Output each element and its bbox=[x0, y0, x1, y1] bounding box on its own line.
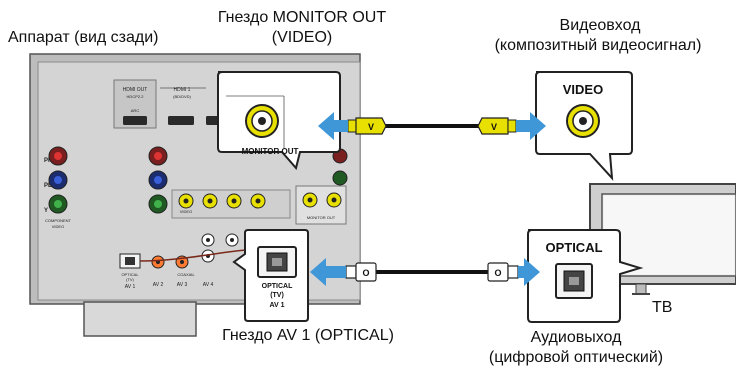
component-label-1: COMPONENT bbox=[45, 218, 72, 223]
av4-small-label: AV 4 bbox=[203, 282, 214, 288]
optical-plug-right-mark: O bbox=[494, 268, 501, 278]
panel-optical-cable bbox=[139, 249, 247, 262]
receiver-foot bbox=[83, 301, 197, 337]
arc-label: ARC bbox=[131, 108, 140, 113]
direction-arrows bbox=[310, 112, 546, 286]
hdmi1-sub-label: (BD/DVD) bbox=[173, 94, 191, 99]
tv-label: ТВ bbox=[652, 299, 673, 316]
hdmi-out-label: HDMI OUT bbox=[123, 87, 148, 93]
arrow-to-tv-video bbox=[516, 112, 546, 140]
tv-optical-callout: OPTICAL bbox=[527, 229, 644, 323]
av1-small-label: AV 1 bbox=[125, 284, 136, 290]
zoom-optical-label-2: (TV) bbox=[270, 292, 284, 299]
panel-monitor-out-jack: MONITOR OUT bbox=[295, 148, 348, 225]
arrow-to-monitor-out bbox=[318, 112, 348, 140]
video-jacks-row: VIDEO COAXIAL bbox=[151, 189, 291, 277]
optical-small-label-2: (TV) bbox=[126, 277, 134, 282]
hdmi-out-sub-label: HDCP2.2 bbox=[127, 94, 145, 99]
monitor-out-zoom-callout: MONITOR OUT bbox=[217, 71, 341, 171]
pb-label: PB bbox=[44, 183, 53, 189]
av2-small-label: AV 2 bbox=[153, 282, 164, 288]
av1-optical-zoom-callout: OPTICAL (TV) AV 1 bbox=[232, 229, 309, 322]
tv-video-callout: VIDEO bbox=[535, 71, 633, 181]
component-video-jacks: PR PB Y COMPONENT VIDEO bbox=[44, 146, 168, 229]
video-cable: V V bbox=[347, 117, 517, 135]
panel-optical-jack: OPTICAL (TV) AV 1 bbox=[119, 253, 141, 290]
y-label: Y bbox=[44, 208, 48, 214]
video-input-label-line2: (композитный видеосигнал) bbox=[494, 37, 702, 54]
tv-video-label: VIDEO bbox=[563, 82, 603, 97]
zoom-optical-label-1: OPTICAL bbox=[262, 283, 293, 290]
monitor-out-small-label: MONITOR OUT bbox=[307, 215, 336, 220]
video-row-label: VIDEO bbox=[180, 209, 192, 214]
hdmi1-port bbox=[168, 116, 194, 125]
monitor-out-jack-label-line2: (VIDEO) bbox=[271, 29, 333, 46]
receiver-rear-label: Аппарат (вид сзади) bbox=[8, 29, 159, 46]
video-plug-left-mark: V bbox=[368, 122, 374, 132]
tv-optical-label: OPTICAL bbox=[545, 240, 602, 255]
arrow-to-av1-optical bbox=[310, 258, 346, 286]
optical-cable: O O bbox=[345, 262, 519, 282]
monitor-out-jack-label-line1: Гнездо MONITOR OUT bbox=[217, 9, 387, 26]
video-plug-left bbox=[355, 117, 387, 135]
coaxial-label: COAXIAL bbox=[177, 272, 195, 277]
hdmi-out-port bbox=[123, 116, 147, 125]
video-plug-right-mark: V bbox=[491, 122, 497, 132]
video-input-label-line1: Видеовход bbox=[559, 17, 641, 34]
audio-output-label-line1: Аудиовыход bbox=[530, 329, 622, 346]
av3-small-label: AV 3 bbox=[177, 282, 188, 288]
optical-small-label-1: OPTICAL bbox=[121, 272, 139, 277]
optical-plug-left-mark: O bbox=[362, 268, 369, 278]
hdmi1-label: HDMI 1 bbox=[174, 87, 191, 93]
zoom-av1-label: AV 1 bbox=[269, 302, 284, 309]
av1-jack-label: Гнездо AV 1 (OPTICAL) bbox=[222, 327, 394, 344]
pr-label: PR bbox=[44, 158, 53, 164]
arrow-from-tv-optical bbox=[518, 258, 540, 286]
audio-output-label-line2: (цифровой оптический) bbox=[488, 349, 664, 366]
optical-plug-left bbox=[355, 262, 377, 282]
component-label-2: VIDEO bbox=[52, 224, 64, 229]
monitor-out-zoom-label: MONITOR OUT bbox=[242, 147, 299, 156]
